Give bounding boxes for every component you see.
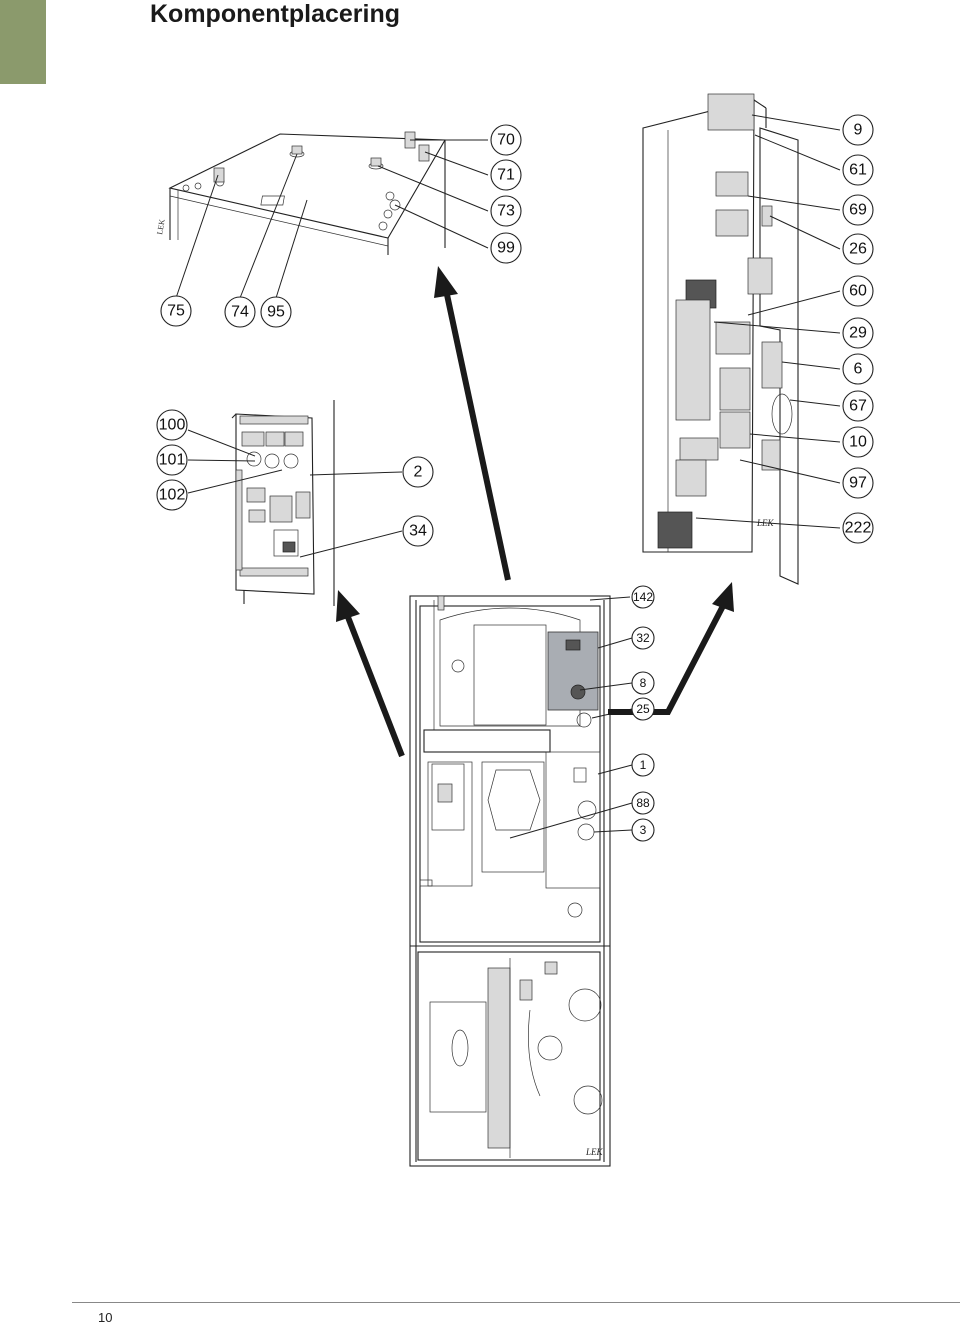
svg-text:9: 9	[854, 122, 863, 139]
label-6: 6	[842, 353, 874, 385]
svg-text:10: 10	[849, 434, 867, 451]
svg-text:26: 26	[849, 241, 867, 258]
electrical-cabinet-drawing: LEK	[642, 93, 799, 585]
svg-text:88: 88	[636, 796, 650, 810]
svg-text:29: 29	[849, 325, 867, 342]
svg-text:71: 71	[497, 167, 515, 184]
section-tab	[0, 0, 46, 84]
page-title: Komponentplacering	[150, 0, 401, 28]
label-75: 75	[160, 295, 192, 327]
label-69: 69	[842, 194, 874, 226]
svg-text:61: 61	[849, 162, 867, 179]
label-61: 61	[842, 154, 874, 186]
svg-text:32: 32	[636, 631, 650, 645]
label-25: 25	[631, 697, 655, 721]
label-101: 101	[156, 444, 188, 476]
label-74: 74	[224, 296, 256, 328]
svg-text:222: 222	[845, 520, 872, 537]
svg-text:8: 8	[640, 676, 647, 690]
label-222: 222	[842, 512, 874, 544]
svg-text:69: 69	[849, 202, 867, 219]
svg-text:6: 6	[854, 361, 863, 378]
label-100: 100	[156, 409, 188, 441]
label-26: 26	[842, 233, 874, 265]
component-diagram: LEK	[155, 93, 874, 1167]
svg-text:74: 74	[231, 304, 249, 321]
label-29: 29	[842, 317, 874, 349]
label-34: 34	[402, 515, 434, 547]
label-8: 8	[631, 671, 655, 695]
svg-text:34: 34	[409, 523, 427, 540]
top-cover-drawing: LEK	[155, 131, 446, 255]
svg-text:95: 95	[267, 304, 285, 321]
label-67: 67	[842, 390, 874, 422]
svg-text:100: 100	[159, 417, 186, 434]
page-number: 10	[98, 1310, 113, 1325]
svg-text:97: 97	[849, 475, 867, 492]
footer-rule	[72, 1302, 960, 1303]
svg-text:67: 67	[849, 398, 867, 415]
main-unit-drawing: LEK	[409, 595, 611, 1167]
label-9: 9	[842, 114, 874, 146]
svg-text:25: 25	[636, 702, 650, 716]
label-60: 60	[842, 275, 874, 307]
label-95: 95	[260, 296, 292, 328]
label-1: 1	[631, 753, 655, 777]
svg-text:3: 3	[640, 823, 647, 837]
svg-text:70: 70	[497, 132, 515, 149]
label-2: 2	[402, 456, 434, 488]
pointer-arrows	[336, 266, 734, 758]
svg-text:73: 73	[497, 203, 515, 220]
label-73: 73	[490, 195, 522, 227]
label-142: 142	[631, 585, 655, 609]
label-70: 70	[490, 124, 522, 156]
brand-mark: LEK	[585, 1147, 604, 1157]
svg-text:101: 101	[159, 452, 186, 469]
svg-text:2: 2	[414, 464, 423, 481]
label-10: 10	[842, 426, 874, 458]
svg-text:102: 102	[159, 487, 186, 504]
label-97: 97	[842, 467, 874, 499]
svg-text:1: 1	[640, 758, 647, 772]
label-88: 88	[631, 791, 655, 815]
svg-text:99: 99	[497, 240, 515, 257]
label-102: 102	[156, 479, 188, 511]
label-99: 99	[490, 232, 522, 264]
label-3: 3	[631, 818, 655, 842]
label-71: 71	[490, 159, 522, 191]
brand-mark: LEK	[155, 218, 167, 235]
label-32: 32	[631, 626, 655, 650]
svg-text:60: 60	[849, 283, 867, 300]
svg-text:75: 75	[167, 303, 185, 320]
circuit-board-drawing	[231, 400, 335, 606]
svg-text:142: 142	[633, 590, 653, 604]
